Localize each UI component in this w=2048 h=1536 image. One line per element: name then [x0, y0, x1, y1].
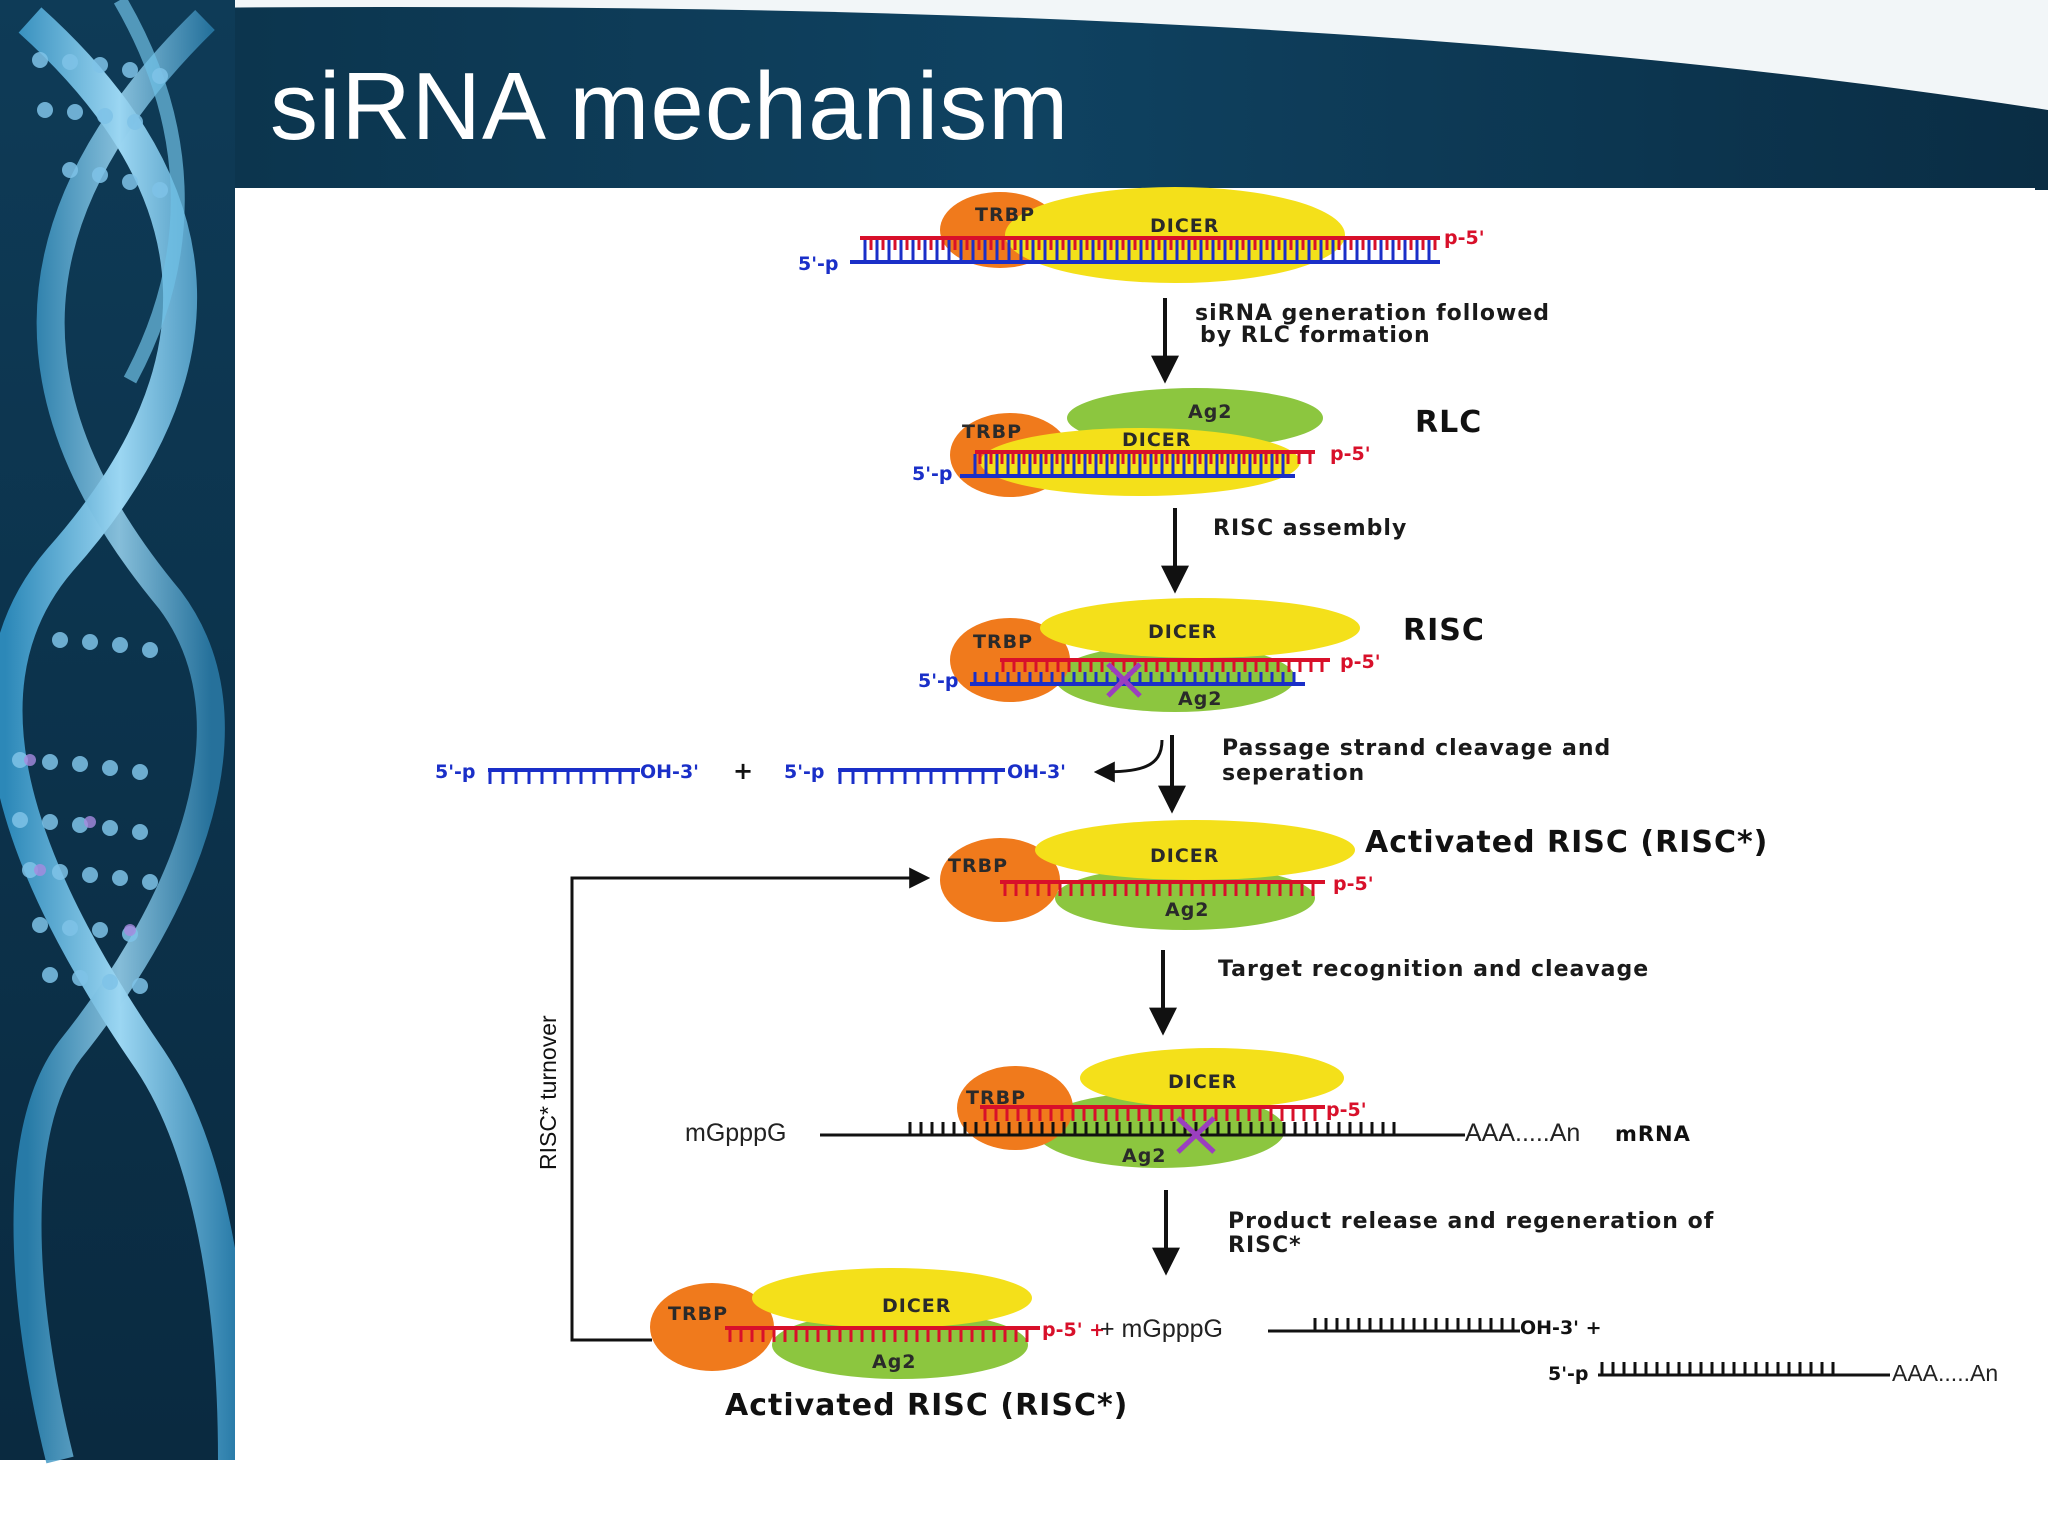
activated-risc-label: Activated RISC (RISC*) — [1365, 825, 1768, 860]
stage-target-cleavage: TRBP DICER Ag2 p-5' mGpppG AAA.....An mR… — [685, 1048, 1691, 1168]
strand-end-p5: p-5' — [1444, 227, 1485, 249]
base-pair-ticks — [1313, 1318, 1515, 1331]
step-5-label-line-1: Product release and regeneration of — [1228, 1209, 1714, 1234]
sirna-duplex — [970, 658, 1330, 686]
fragment-1-5p: 5'-p — [435, 761, 476, 783]
base-pair-ticks — [838, 770, 998, 784]
dicer-protein — [752, 1268, 1032, 1328]
fragment-plus: + — [733, 757, 753, 785]
dicer-label: DICER — [1150, 215, 1219, 237]
base-pair-ticks — [488, 770, 635, 784]
rlc-label: RLC — [1415, 405, 1482, 440]
base-pair-ticks — [908, 1122, 1396, 1135]
strand-end-5p: 5'-p — [918, 670, 959, 692]
base-pair-ticks — [978, 452, 1312, 464]
step-4-label: Target recognition and cleavage — [1218, 957, 1649, 982]
release-arrow — [1093, 739, 1164, 783]
activated-risc-bottom-label: Activated RISC (RISC*) — [725, 1388, 1128, 1423]
ago2-protein — [1035, 1092, 1285, 1168]
trbp-label: TRBP — [975, 204, 1035, 226]
base-pair-ticks — [863, 240, 1431, 262]
strand-end-p5: p-5' — [1326, 1099, 1367, 1121]
product-oh3: OH-3' + — [1520, 1317, 1602, 1339]
ago2-label: Ag2 — [1165, 899, 1210, 921]
base-pair-ticks — [973, 672, 1296, 684]
step-2-label: RISC assembly — [1213, 516, 1407, 541]
step-1-label-line-1: siRNA generation followed — [1195, 301, 1550, 326]
base-pair-ticks — [728, 1328, 1029, 1342]
slide-title: siRNA mechanism — [270, 53, 1070, 160]
step-1-label-line-2: by RLC formation — [1200, 323, 1431, 348]
base-pair-ticks — [973, 454, 1285, 476]
strand-end-p5-plus: p-5' + — [1042, 1319, 1105, 1341]
strand-end-5p: 5'-p — [798, 253, 839, 275]
dicer-protein — [1080, 1048, 1344, 1108]
step-3-label-line-1: Passage strand cleavage and — [1222, 736, 1611, 761]
fragment-2-5p: 5'-p — [784, 761, 825, 783]
fragment-1-oh3: OH-3' — [640, 761, 699, 783]
stage-activated-risc: TRBP DICER Ag2 p-5' Activated RISC (RISC… — [940, 820, 1768, 930]
base-pair-ticks — [869, 238, 1437, 250]
mrna-tail: AAA.....An — [1465, 1119, 1580, 1147]
mrna-label: mRNA — [1615, 1122, 1691, 1146]
product-cap: + mGpppG — [1100, 1315, 1223, 1343]
dicer-label: DICER — [882, 1295, 951, 1317]
mrna-cap: mGpppG — [685, 1119, 786, 1147]
trbp-label: TRBP — [962, 421, 1022, 443]
product-2-5p: 5'-p — [1548, 1363, 1589, 1385]
turnover-loop: RISC* turnover — [535, 867, 931, 1342]
dicer-label: DICER — [1148, 621, 1217, 643]
ago2-label: Ag2 — [1122, 1145, 1167, 1167]
stage-risc: TRBP DICER Ag2 p-5' 5'-p RISC — [918, 598, 1485, 712]
dsrna-duplex — [850, 236, 1440, 264]
ago2-label: Ag2 — [1178, 688, 1223, 710]
stage-rlc: Ag2 TRBP DICER p-5' 5'-p RLC — [912, 388, 1482, 497]
strand-end-5p: 5'-p — [912, 463, 953, 485]
base-pair-ticks — [1003, 882, 1315, 896]
dicer-protein — [1035, 820, 1355, 880]
product-2-tail: AAA.....An — [1892, 1360, 1998, 1386]
ago2-label: Ag2 — [872, 1351, 917, 1373]
stage-dicer-processing: TRBP DICER p-5' 5'-p — [798, 187, 1485, 283]
sirna-duplex — [960, 450, 1315, 478]
trbp-label: TRBP — [668, 1303, 728, 1325]
turnover-label: RISC* turnover — [535, 1015, 561, 1170]
dicer-label: DICER — [1150, 845, 1219, 867]
strand-end-p5: p-5' — [1333, 873, 1374, 895]
dicer-label: DICER — [1122, 429, 1191, 451]
stage-product-release: TRBP DICER Ag2 p-5' + + mGpppG OH-3' + 5… — [650, 1268, 1998, 1423]
base-pair-ticks — [1600, 1362, 1835, 1375]
base-pair-ticks — [983, 1107, 1317, 1121]
cleavage-mark — [1176, 1116, 1216, 1154]
trbp-protein — [650, 1283, 774, 1371]
step-5-label-line-2: RISC* — [1228, 1233, 1302, 1258]
step-3-label-line-2: seperation — [1222, 761, 1365, 786]
dicer-protein — [1040, 598, 1360, 658]
dicer-label: DICER — [1168, 1071, 1237, 1093]
passenger-fragments: 5'-p OH-3' + 5'-p OH-3' — [435, 757, 1066, 785]
trbp-label: TRBP — [948, 855, 1008, 877]
strand-end-p5: p-5' — [1330, 443, 1371, 465]
cleavage-mark — [1106, 662, 1142, 698]
fragment-2-oh3: OH-3' — [1007, 761, 1066, 783]
trbp-label: TRBP — [973, 631, 1033, 653]
risc-label: RISC — [1403, 613, 1485, 648]
strand-end-p5: p-5' — [1340, 651, 1381, 673]
trbp-label: TRBP — [966, 1087, 1026, 1109]
ago2-label: Ag2 — [1188, 401, 1233, 423]
